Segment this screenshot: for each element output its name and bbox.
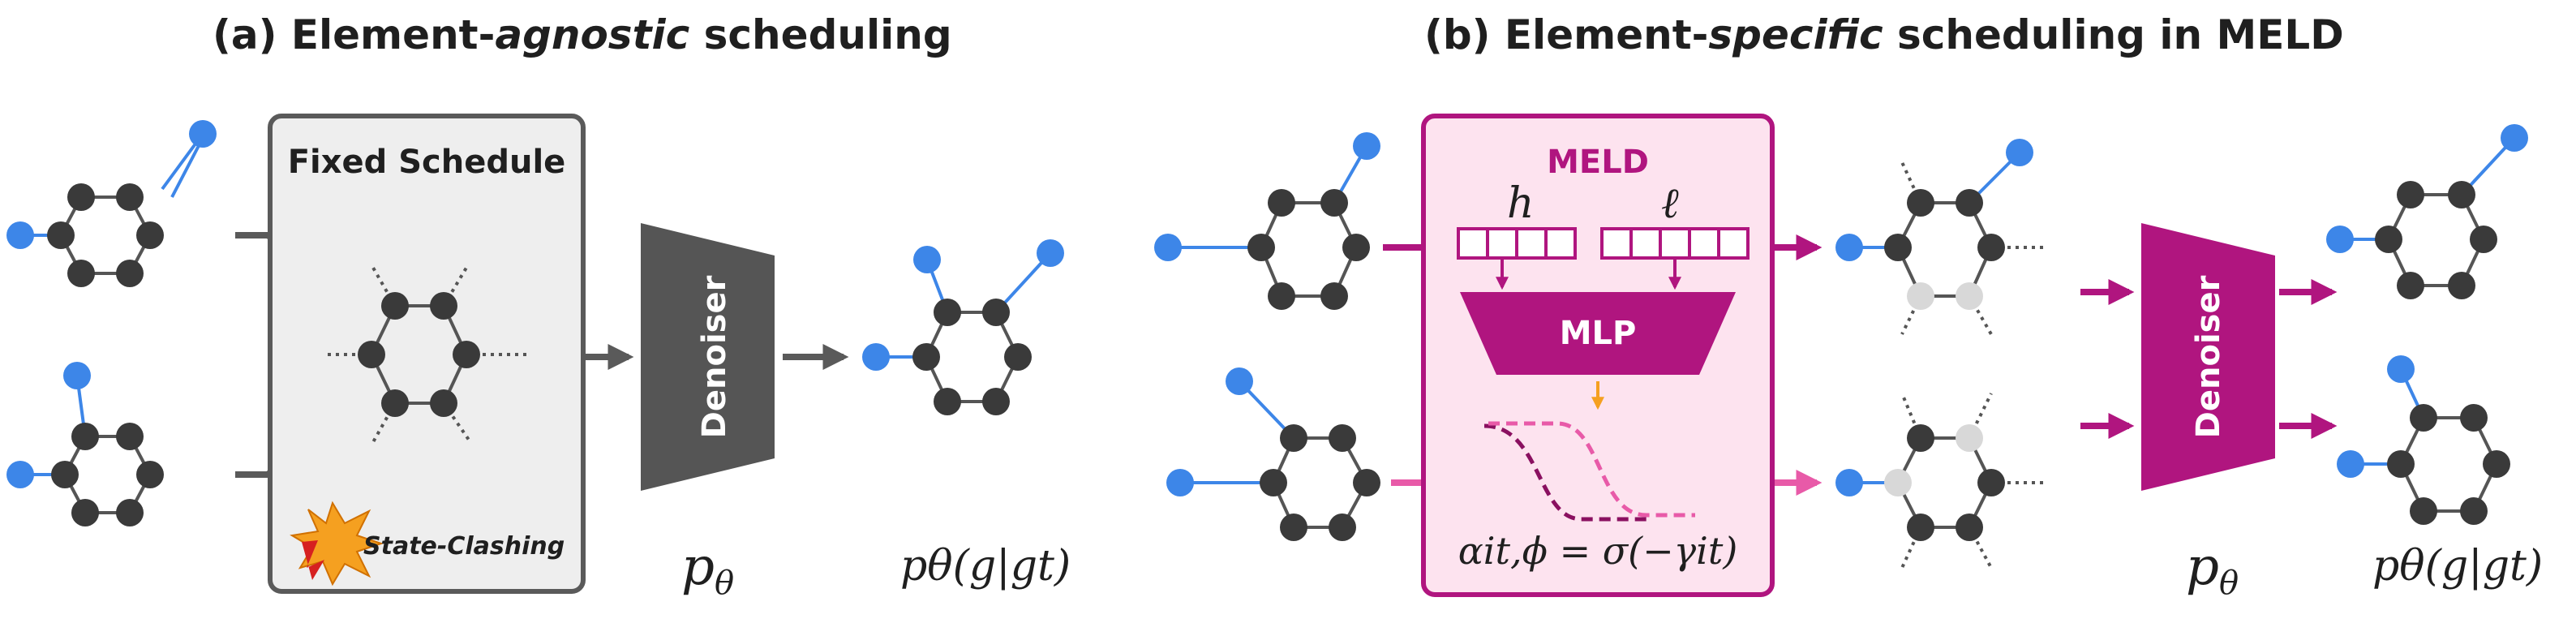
output-label-b: pθ(g|gt) bbox=[2372, 542, 2543, 591]
output-label-a: pθ(g|gt) bbox=[900, 542, 1071, 591]
meld-title: MELD bbox=[1547, 144, 1649, 181]
molecule-b-input-top bbox=[1154, 132, 1380, 310]
molecule-b-input-bottom bbox=[1166, 367, 1380, 541]
h-label: h bbox=[1507, 179, 1535, 228]
explosion-icon bbox=[290, 501, 384, 587]
fixed-schedule-box bbox=[268, 114, 586, 594]
panel-b-title: (b) Element-specific scheduling in MELD bbox=[1424, 11, 2344, 58]
l-label: ℓ bbox=[1661, 179, 1679, 228]
noisy-molecule-a bbox=[324, 266, 527, 444]
molecule-b-output-top bbox=[2326, 124, 2528, 299]
mlp-label: MLP bbox=[1560, 315, 1637, 352]
l-vector bbox=[1600, 227, 1750, 260]
state-clashing-label: State-Clashing bbox=[363, 532, 565, 561]
p-theta-a: pθ bbox=[681, 537, 734, 602]
noisy-molecule-b-bottom bbox=[1835, 393, 2044, 569]
denoiser-a bbox=[641, 223, 775, 491]
schedule-curve-dark bbox=[1483, 423, 1651, 522]
denoiser-a-label: Denoiser bbox=[696, 275, 733, 438]
h-vector bbox=[1457, 227, 1577, 260]
alpha-formula: αit,ϕ = σ(−γit) bbox=[1458, 529, 1738, 573]
schedule-curve-light bbox=[1488, 421, 1695, 518]
molecule-a-input-top bbox=[6, 137, 204, 287]
fixed-schedule-title: Fixed Schedule bbox=[288, 144, 566, 181]
denoiser-b bbox=[2141, 223, 2275, 491]
molecule-a-input-bottom bbox=[6, 362, 164, 526]
noisy-molecule-b-top bbox=[1835, 139, 2044, 335]
molecule-b-output-bottom bbox=[2337, 355, 2510, 525]
p-theta-b: pθ bbox=[2186, 537, 2239, 602]
panel-a-title: (a) Element-agnostic scheduling bbox=[213, 11, 952, 58]
denoiser-b-label: Denoiser bbox=[2190, 275, 2227, 438]
molecule-a-output bbox=[862, 239, 1064, 415]
molecule-a-input-top-ring bbox=[161, 120, 217, 191]
mlp-block bbox=[1460, 292, 1736, 375]
